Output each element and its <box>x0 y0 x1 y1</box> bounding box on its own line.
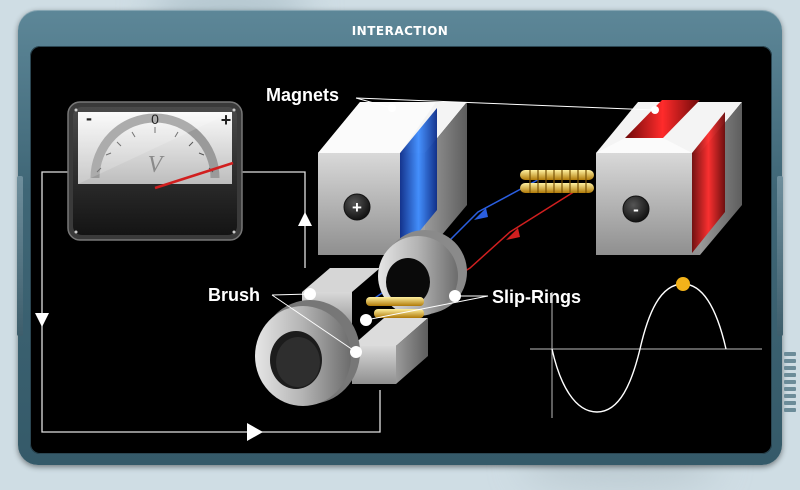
slip-rings-label: Slip-Rings <box>492 287 581 307</box>
triangle-arrow-icon <box>474 208 488 220</box>
triangle-arrow-icon <box>506 228 520 240</box>
window-title: INTERACTION <box>351 24 449 38</box>
circuit-wires <box>41 171 381 433</box>
slip-rings <box>255 230 467 406</box>
leader-lines <box>271 97 656 353</box>
triangle-arrow-icon <box>35 313 49 327</box>
dot-icon <box>676 277 690 291</box>
south-magnet-sign: - <box>633 200 639 219</box>
speaker-grille <box>784 352 796 415</box>
triangle-arrow-icon <box>247 423 263 441</box>
voltmeter-zero-label: 0 <box>151 111 159 127</box>
brush-label: Brush <box>208 285 260 305</box>
coil <box>520 170 594 193</box>
voltmeter-minus-label: - <box>86 108 92 128</box>
north-magnet: + <box>318 102 467 255</box>
south-magnet: - <box>596 100 742 255</box>
right-side-strip <box>777 176 783 336</box>
magnets-label: Magnets <box>266 85 339 105</box>
voltmeter-plus-label: + <box>221 110 232 130</box>
voltmeter: - 0 + V <box>67 101 243 241</box>
voltmeter-unit-label: V <box>148 152 165 178</box>
left-side-strip <box>17 176 23 336</box>
leader-dots <box>304 104 659 358</box>
north-magnet-sign: + <box>352 198 362 217</box>
output-waveform <box>530 277 762 418</box>
triangle-arrow-icon <box>298 212 312 226</box>
